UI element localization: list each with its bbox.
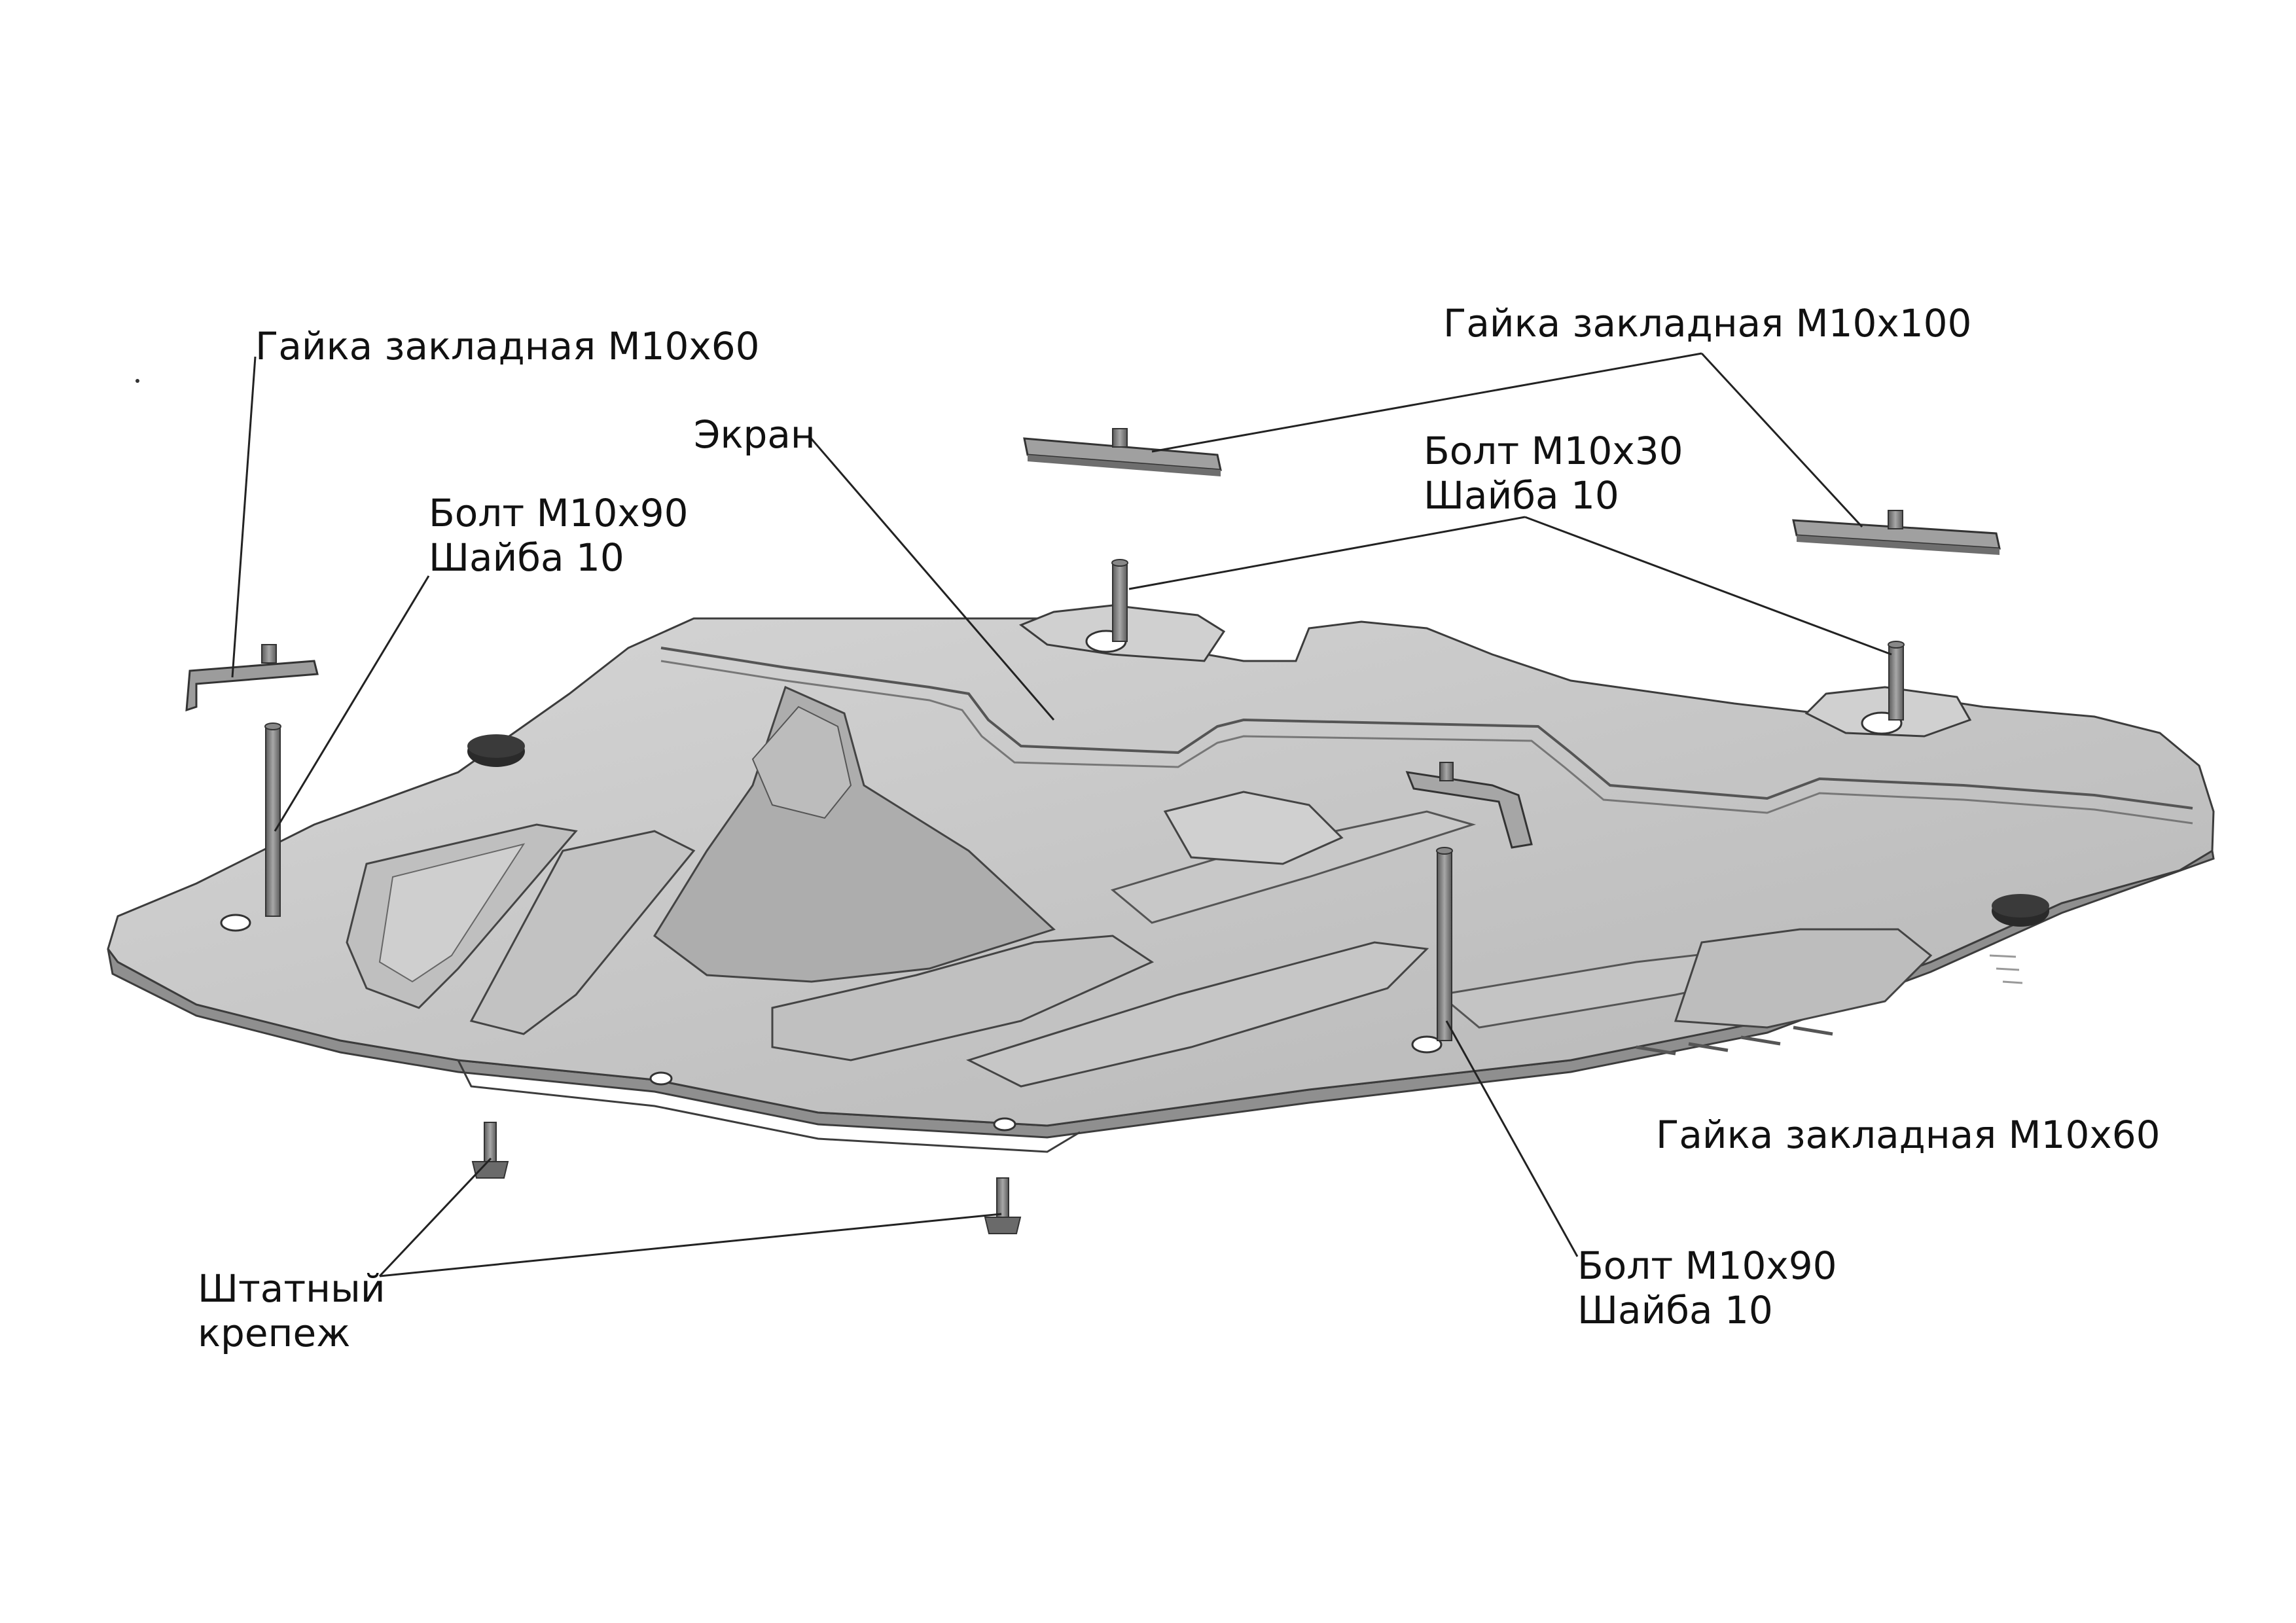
leader-bolt-m10x90-right (1445, 1020, 1579, 1257)
label-standard-fastener: Штатный крепеж (198, 1266, 386, 1355)
embedded-nut-m10x60-left (185, 644, 319, 712)
leader-bolt-m10x30-a (1128, 516, 1526, 590)
label-nut-m10x60-right-text: Гайка закладная М10х60 (1656, 1113, 2161, 1157)
leader-bolt-m10x30-b (1524, 516, 1892, 656)
bolt-m10x30-right (1888, 641, 1905, 721)
bolt-m10x90-right (1436, 847, 1453, 1041)
center-box (1163, 791, 1344, 865)
leader-lines (231, 352, 1892, 1277)
hole-front-left (220, 914, 251, 932)
label-bolt-m10x90-right-line1: Болт М10х90 (1577, 1243, 1837, 1288)
front-channel-2 (966, 941, 1429, 1088)
bolt-m10x90-left (264, 722, 281, 917)
center-pocket-floor (751, 705, 852, 819)
right-ribs (1636, 1026, 1833, 1056)
skid-plate (107, 604, 2215, 1153)
hole-front-lower-1 (649, 1071, 673, 1086)
stray-dot (135, 379, 139, 383)
rear-ridge-inner (660, 660, 2193, 825)
front-lip (457, 1060, 1081, 1153)
center-pocket (653, 685, 1056, 983)
leader-bolt-m10x90-left (274, 575, 430, 832)
right-bulge (1674, 928, 1933, 1029)
standard-fastener-left (471, 1122, 509, 1179)
label-bolt-m10x90-right-line2: Шайба 10 (1577, 1288, 1773, 1332)
leader-fastener-right (379, 1213, 1002, 1277)
hole-front-lower-2 (993, 1117, 1016, 1132)
rear-ridge (660, 647, 2193, 810)
front-channel-1 (771, 935, 1155, 1061)
label-bolt-m10x30: Болт М10х30 Шайба 10 (1424, 429, 1683, 518)
label-bolt-m10x90-left: Болт М10х90 Шайба 10 (429, 491, 689, 580)
hole-front-center (1411, 1035, 1443, 1054)
label-bolt-m10x30-line1: Болт М10х30 (1424, 429, 1683, 473)
label-nut-m10x100: Гайка закладная М10х100 (1443, 301, 1971, 346)
label-screen-text: Экран (694, 412, 816, 457)
left-channel-2 (469, 830, 696, 1035)
label-standard-fastener-line1: Штатный (198, 1266, 386, 1311)
label-nut-m10x60-right: Гайка закладная М10х60 (1656, 1113, 2161, 1157)
leader-nut-m10x100-a (1151, 352, 1702, 453)
label-bolt-m10x90-right: Болт М10х90 Шайба 10 (1577, 1243, 1837, 1332)
label-standard-fastener-line2: крепеж (198, 1311, 351, 1355)
label-bolt-m10x90-left-line1: Болт М10х90 (429, 491, 689, 535)
standard-fastener-right (984, 1177, 1022, 1234)
label-nut-m10x100-text: Гайка закладная М10х100 (1443, 301, 1972, 346)
embedded-nut-m10x100-left (1023, 428, 1222, 476)
rubber-plug-left-top (467, 734, 525, 758)
rubber-plug-right-top (1992, 894, 2049, 918)
label-bolt-m10x90-left-line2: Шайба 10 (429, 535, 624, 580)
left-channel-1-inner (378, 843, 526, 983)
embedded-nut-m10x100-right (1792, 510, 2001, 555)
leader-nut-m10x100-b (1700, 352, 1863, 528)
leader-nut-m10x60-left (231, 356, 257, 678)
label-nut-m10x60-top: Гайка закладная М10х60 (255, 324, 760, 368)
bolt-m10x30-left (1111, 559, 1128, 642)
right-side-marks (1989, 954, 2023, 984)
leader-fastener-left (378, 1157, 492, 1277)
leader-screen (807, 435, 1055, 721)
label-nut-m10x60-top-text: Гайка закладная М10х60 (255, 324, 760, 368)
label-bolt-m10x30-line2: Шайба 10 (1424, 473, 1619, 518)
label-screen: Экран (694, 412, 816, 457)
embedded-nut-m10x60-center (1405, 762, 1533, 849)
